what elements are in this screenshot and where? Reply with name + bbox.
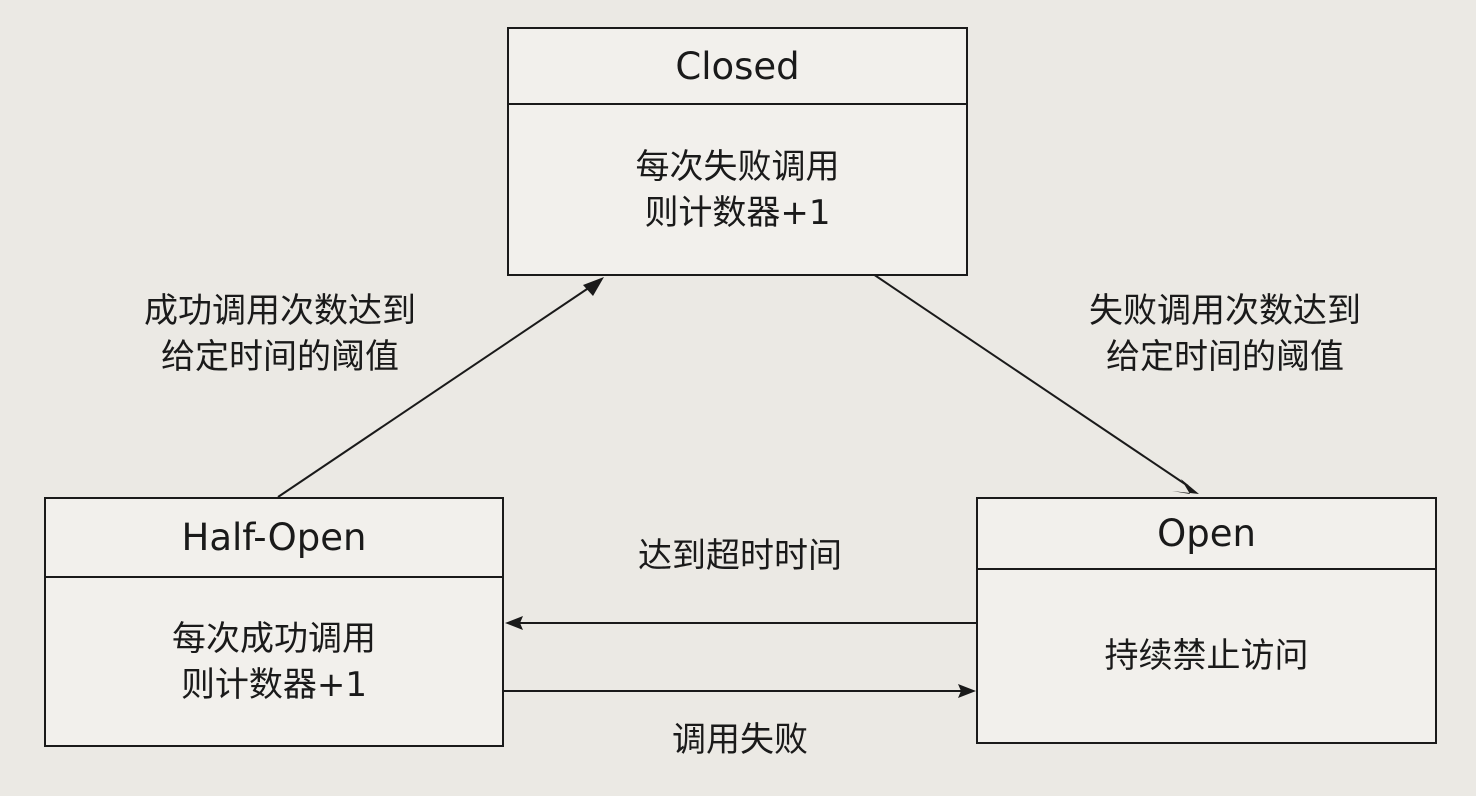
transition-label-closed-to-open: 失败调用次数达到 给定时间的阈值	[1089, 291, 1361, 377]
state-closed-description: 每次失败调用 则计数器+1	[635, 146, 840, 233]
arrow-open-to-half-open-head	[505, 616, 523, 630]
transition-label-half-open-to-closed: 成功调用次数达到 给定时间的阈值	[144, 291, 416, 377]
state-open-name: Open	[978, 499, 1435, 570]
arrow-half-open-to-open-head	[958, 684, 976, 698]
state-open: Open 持续禁止访问	[976, 497, 1437, 744]
state-closed: Closed 每次失败调用 则计数器+1	[507, 27, 968, 276]
state-half-open-description: 每次成功调用 则计数器+1	[172, 618, 376, 705]
transition-label-half-open-to-open: 调用失败	[672, 720, 808, 760]
state-open-description: 持续禁止访问	[1104, 636, 1309, 676]
arrow-half-open-to-closed-line	[277, 284, 594, 498]
state-closed-name: Closed	[509, 29, 966, 105]
state-half-open-name: Half-Open	[46, 499, 502, 578]
arrow-closed-to-open-head	[1172, 479, 1199, 494]
arrow-half-open-to-closed-head	[583, 277, 604, 296]
transition-label-open-to-half-open: 达到超时时间	[638, 536, 842, 576]
state-half-open: Half-Open 每次成功调用 则计数器+1	[44, 497, 504, 747]
arrow-closed-to-open-line	[872, 273, 1189, 487]
